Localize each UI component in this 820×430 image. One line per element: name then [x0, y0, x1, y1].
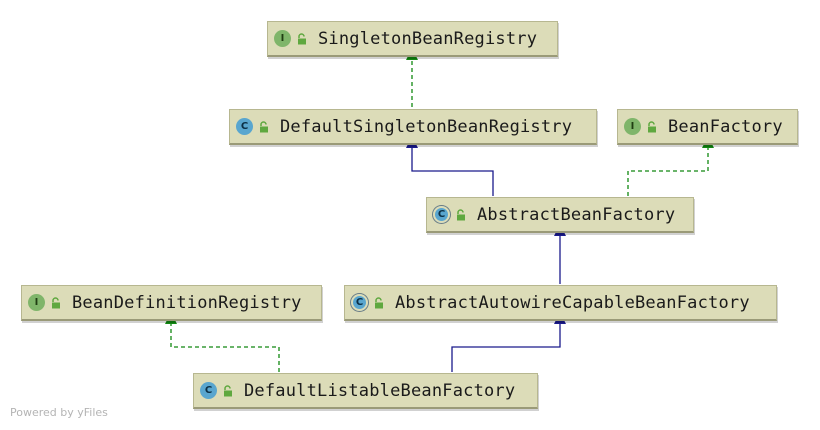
abstract-class-icon: C [351, 294, 368, 311]
powered-by-footer: Powered by yFiles [10, 406, 108, 419]
node-label: DefaultListableBeanFactory [244, 380, 516, 401]
node-label: SingletonBeanRegistry [318, 28, 538, 49]
lock-icon [260, 120, 268, 132]
interface-icon: I [624, 118, 641, 135]
edge-extends [451, 324, 561, 372]
class-icon: C [200, 382, 217, 399]
node-label: DefaultSingletonBeanRegistry [280, 116, 573, 137]
edge-implements [170, 324, 280, 372]
node-abstract-bean-factory[interactable]: C AbstractBeanFactory [426, 197, 694, 233]
lock-icon [375, 296, 383, 308]
node-default-singleton-bean-registry[interactable]: C DefaultSingletonBeanRegistry [229, 109, 597, 145]
node-label: AbstractBeanFactory [477, 204, 676, 225]
node-singleton-bean-registry[interactable]: I SingletonBeanRegistry [267, 21, 558, 57]
node-bean-definition-registry[interactable]: I BeanDefinitionRegistry [21, 285, 322, 321]
node-bean-factory[interactable]: I BeanFactory [617, 109, 798, 145]
class-icon: C [236, 118, 253, 135]
interface-icon: I [274, 30, 291, 47]
lock-icon [457, 208, 465, 220]
node-default-listable-bean-factory[interactable]: C DefaultListableBeanFactory [193, 373, 538, 409]
lock-icon [648, 120, 656, 132]
lock-icon [298, 32, 306, 44]
lock-icon [224, 384, 232, 396]
interface-icon: I [28, 294, 45, 311]
abstract-class-icon: C [433, 206, 450, 223]
edge-extends [411, 148, 494, 196]
node-label: BeanFactory [668, 116, 783, 137]
lock-icon [52, 296, 60, 308]
node-label: BeanDefinitionRegistry [72, 292, 302, 313]
node-label: AbstractAutowireCapableBeanFactory [395, 292, 750, 313]
edge-implements [627, 148, 709, 196]
node-abstract-autowire-capable-bean-factory[interactable]: C AbstractAutowireCapableBeanFactory [344, 285, 777, 321]
